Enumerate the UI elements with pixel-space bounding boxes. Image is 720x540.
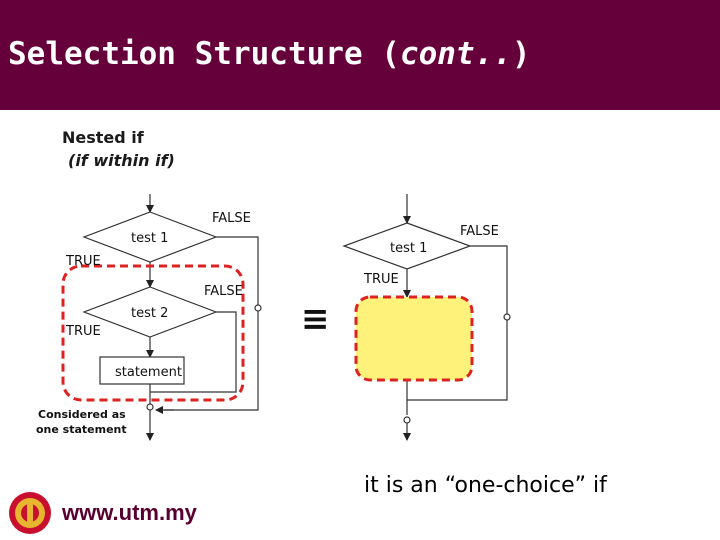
heading-nested-if: Nested if [62, 128, 144, 147]
utm-logo [9, 492, 51, 534]
left-statement-label: statement [115, 365, 182, 380]
right-placeholder-box [354, 295, 474, 382]
title-close: ) [511, 36, 531, 72]
left-true-label-1: TRUE [65, 254, 101, 269]
right-merge-point-inner [503, 313, 511, 321]
statement-box [99, 356, 185, 385]
left-merge-point-inner [254, 304, 262, 312]
right-flowchart [342, 194, 511, 441]
right-false-line [407, 245, 508, 401]
title-main: Selection Structure ( [8, 36, 400, 72]
nested-if-dashed-outline [61, 264, 245, 402]
subheading-if-within-if: (if within if) [68, 151, 175, 170]
right-true-label: TRUE [363, 272, 399, 287]
one-choice-caption: it is an “one-choice” if [364, 473, 607, 498]
left-flowchart [82, 194, 262, 441]
right-merge-point-outer [403, 416, 411, 424]
footer-url-link[interactable]: www.utm.my [62, 500, 197, 525]
left-test2-label: test 2 [131, 306, 168, 321]
left-merge-point-outer [146, 403, 154, 411]
left-test2-false-line [150, 311, 237, 393]
right-false-label: FALSE [460, 224, 499, 239]
note-one-statement: one statement [36, 423, 127, 436]
note-considered-as: Considered as [38, 408, 126, 421]
title-italic: cont.. [399, 36, 512, 72]
slide-title: Selection Structure (cont..) [8, 36, 531, 72]
title-bar: Selection Structure (cont..) [0, 0, 720, 110]
left-false-label-2: FALSE [204, 284, 243, 299]
left-test1-false-line [164, 236, 259, 411]
left-test1-label: test 1 [131, 231, 168, 246]
equivalence-symbol: ≡ [301, 299, 330, 339]
left-true-label-2: TRUE [65, 324, 101, 339]
left-false-label-1: FALSE [212, 211, 251, 226]
right-test1-label: test 1 [390, 241, 427, 256]
